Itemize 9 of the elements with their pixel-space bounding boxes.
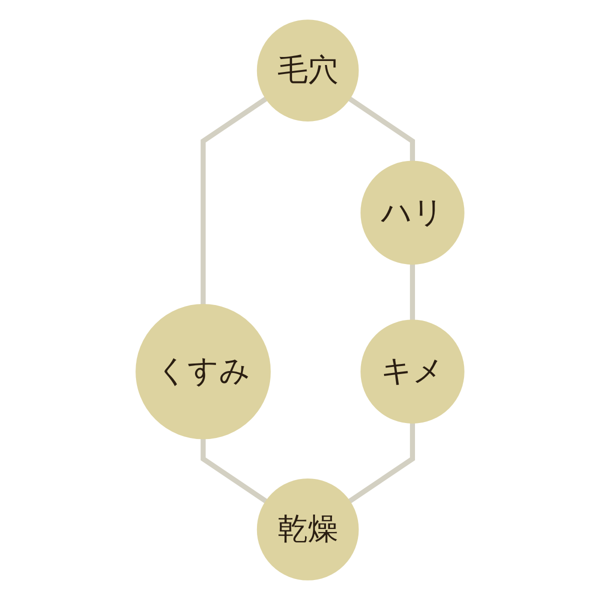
node-circle: 毛穴 (256, 20, 359, 122)
connector (410, 264, 415, 320)
connector (348, 96, 415, 162)
connector (200, 438, 268, 504)
node-circle: キメ (360, 320, 464, 424)
node-circle: くすみ (136, 304, 271, 440)
node-circle: 乾燥 (256, 478, 359, 580)
connector (200, 96, 268, 305)
connector (348, 423, 415, 504)
